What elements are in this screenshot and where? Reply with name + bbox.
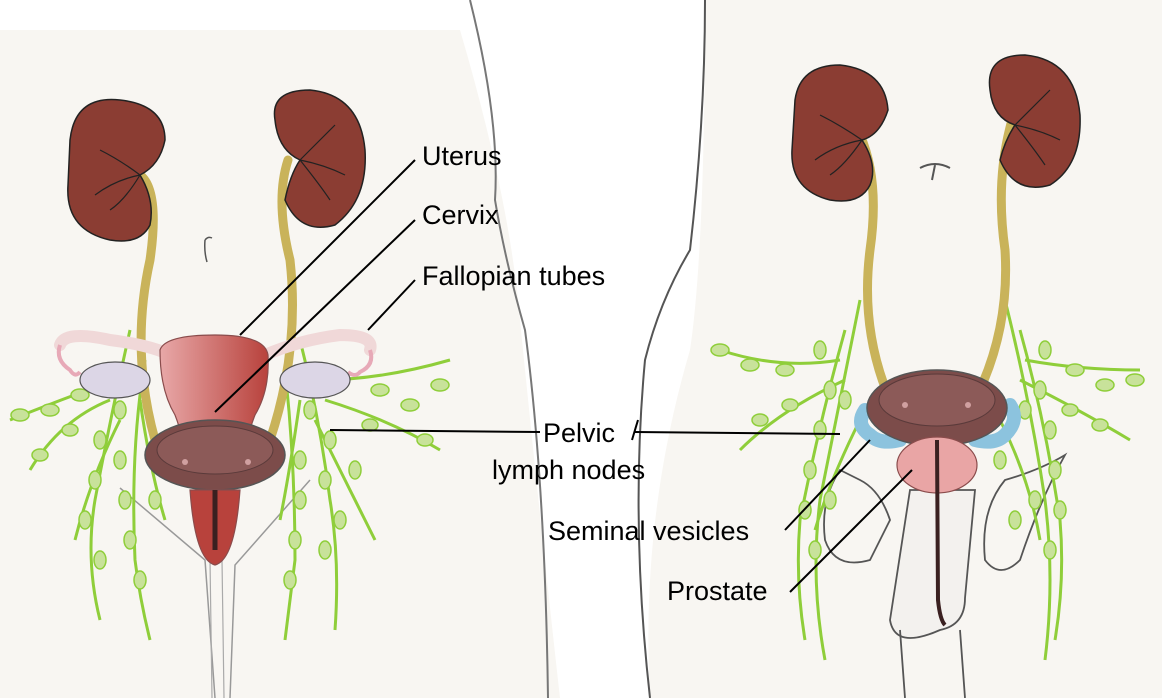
label-prostate: Prostate — [667, 578, 768, 605]
label-fallopian-tubes: Fallopian tubes — [422, 263, 605, 290]
male-bladder-inner — [879, 374, 995, 426]
female-ureter-opening-left — [182, 459, 188, 465]
female-bladder-inner — [157, 426, 273, 474]
male-ureter-opening-left — [902, 402, 908, 408]
female-ovary-right — [280, 362, 350, 398]
male-ureter-opening-right — [965, 402, 971, 408]
female-ureter-opening-right — [245, 459, 251, 465]
female-ovary-left — [80, 362, 150, 398]
label-uterus: Uterus — [422, 143, 502, 170]
label-pelvic: Pelvic — [543, 420, 615, 447]
label-cervix: Cervix — [422, 202, 499, 229]
label-lymph-nodes: lymph nodes — [492, 457, 645, 484]
label-seminal-vesicles: Seminal vesicles — [548, 518, 749, 545]
